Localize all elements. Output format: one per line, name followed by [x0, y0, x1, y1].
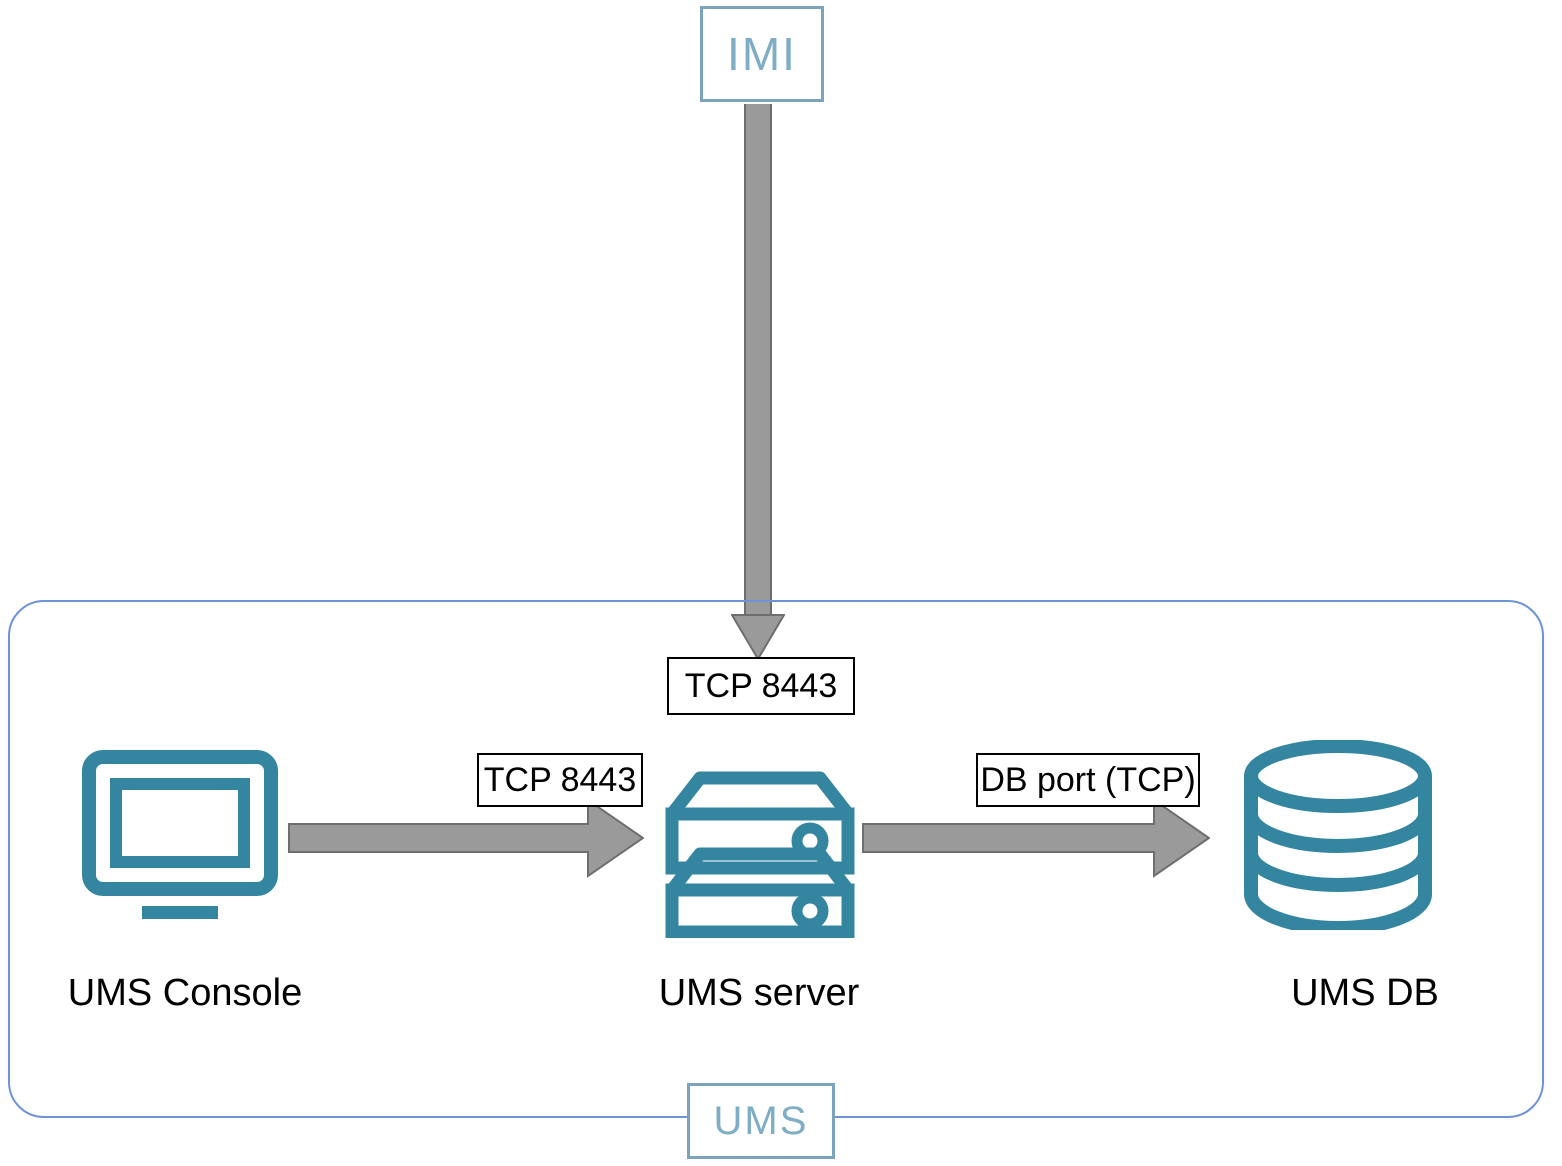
server-rack-icon [665, 771, 855, 938]
arrow-console-to-server [288, 798, 644, 878]
arrow-server-to-db [862, 798, 1210, 878]
arrow-imi-to-server-head [731, 614, 785, 660]
port-label-imi-to-server: TCP 8443 [667, 657, 855, 715]
imi-badge: IMI [700, 6, 824, 102]
monitor-icon [82, 750, 278, 919]
node-label-db: UMS DB [1291, 972, 1439, 1014]
node-label-server: UMS server [658, 972, 860, 1014]
arrow-imi-to-server-shaft [744, 104, 772, 634]
database-cylinder-icon [1244, 740, 1432, 930]
port-label-console-to-server: TCP 8443 [477, 753, 643, 807]
port-label-server-to-db: DB port (TCP) [976, 753, 1200, 807]
ums-boundary-badge: UMS [687, 1083, 835, 1159]
node-label-console: UMS Console [67, 972, 303, 1014]
